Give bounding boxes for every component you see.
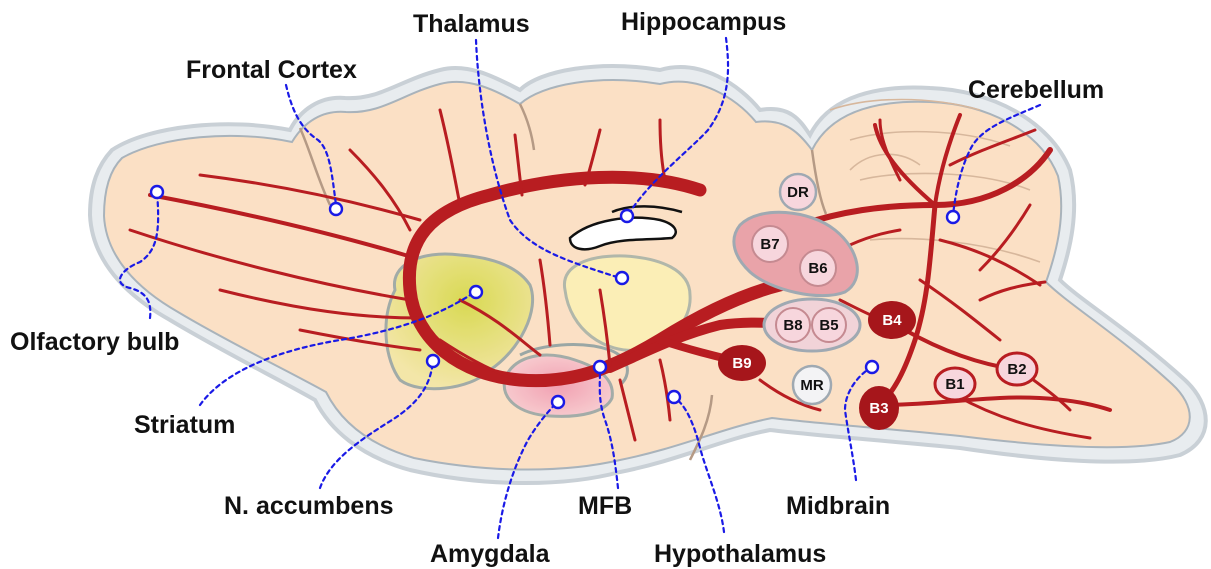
nucleus-b6-label: B6 <box>808 260 827 277</box>
marker-hypothalamus <box>668 391 680 403</box>
marker-thalamus <box>616 272 628 284</box>
nucleus-dr-label: DR <box>787 184 809 201</box>
marker-olfactory-bulb <box>151 186 163 198</box>
nucleus-b7-label: B7 <box>760 236 779 253</box>
marker-cerebellum <box>947 211 959 223</box>
label-mfb: MFB <box>578 492 632 520</box>
nucleus-b9-label: B9 <box>732 355 751 372</box>
label-amygdala: Amygdala <box>430 540 551 568</box>
nucleus-b1-label: B1 <box>945 376 964 393</box>
nucleus-b8: B8 <box>776 308 810 342</box>
marker-mfb <box>594 361 606 373</box>
nucleus-b4: B4 <box>868 301 916 339</box>
nucleus-b6: B6 <box>800 250 836 286</box>
label-frontal-cortex: Frontal Cortex <box>186 56 357 84</box>
nucleus-b9: B9 <box>718 345 766 381</box>
nucleus-mr: MR <box>793 366 831 404</box>
label-olfactory-bulb: Olfactory bulb <box>10 328 179 356</box>
nucleus-mr-label: MR <box>800 377 823 394</box>
label-thalamus: Thalamus <box>413 10 530 38</box>
nucleus-b5-label: B5 <box>819 317 838 334</box>
marker-frontal-cortex <box>330 203 342 215</box>
nucleus-b2: B2 <box>997 353 1037 385</box>
label-hippocampus: Hippocampus <box>621 8 786 36</box>
nucleus-b4-label: B4 <box>882 312 902 329</box>
nucleus-b2-label: B2 <box>1007 361 1026 378</box>
nucleus-dr: DR <box>780 174 816 210</box>
label-hypothalamus: Hypothalamus <box>654 540 826 568</box>
marker-amygdala <box>552 396 564 408</box>
label-cerebellum: Cerebellum <box>968 76 1104 104</box>
nucleus-b1: B1 <box>935 368 975 400</box>
nucleus-b5: B5 <box>812 308 846 342</box>
nucleus-b8-label: B8 <box>783 317 802 334</box>
marker-midbrain <box>866 361 878 373</box>
label-midbrain: Midbrain <box>786 492 890 520</box>
marker-n-accumbens <box>427 355 439 367</box>
marker-striatum <box>470 286 482 298</box>
label-n-accumbens: N. accumbens <box>224 492 394 520</box>
label-striatum: Striatum <box>134 411 235 439</box>
nucleus-b3: B3 <box>859 386 899 430</box>
nucleus-b7: B7 <box>752 226 788 262</box>
nucleus-b3-label: B3 <box>869 400 888 417</box>
marker-hippocampus <box>621 210 633 222</box>
